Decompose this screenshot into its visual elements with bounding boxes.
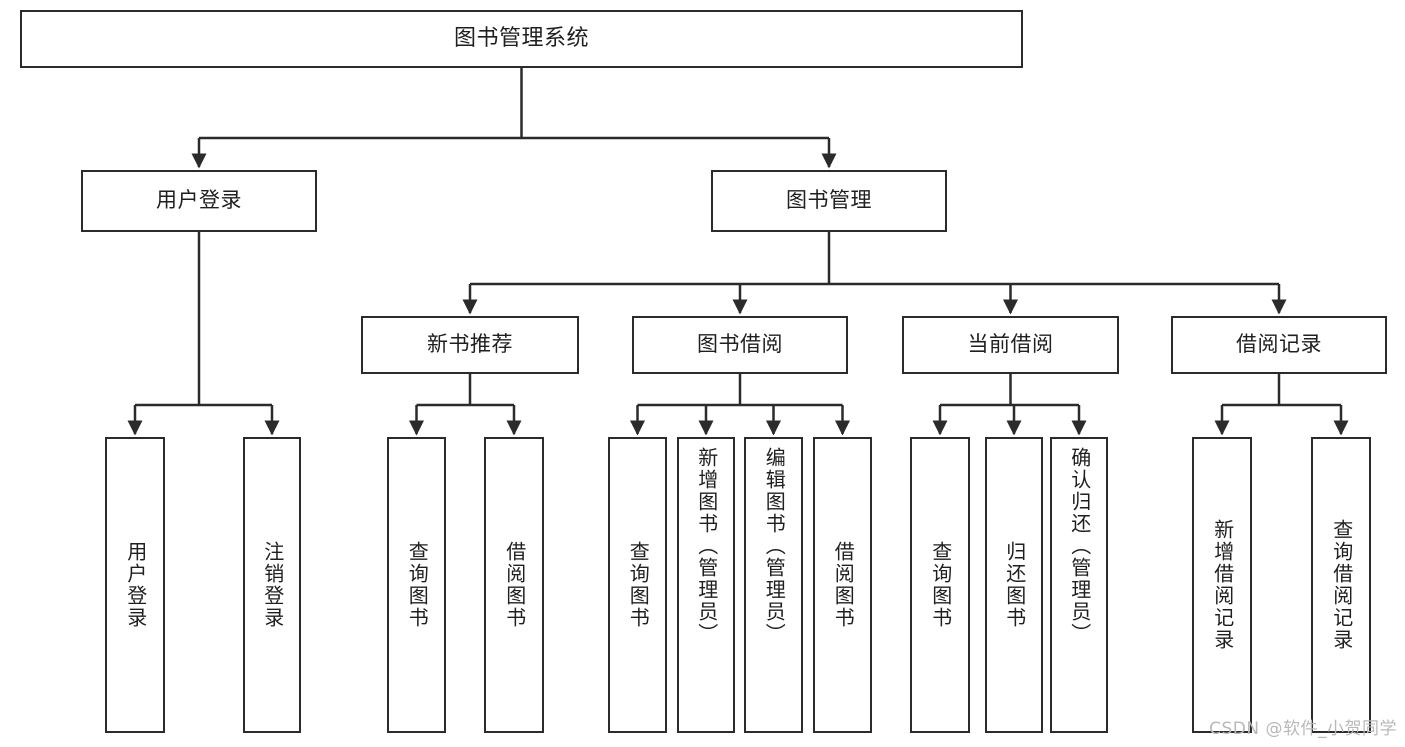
- node-label: 图书管理: [786, 188, 872, 213]
- node-label: 归还图书: [1002, 541, 1027, 629]
- node-leaf-user-login[interactable]: 用户登录: [105, 437, 165, 733]
- node-newbook[interactable]: 新书推荐: [361, 316, 579, 374]
- node-leaf-cu-query[interactable]: 查询图书: [910, 437, 970, 733]
- node-leaf-bo-add[interactable]: 新增图书（管理员）: [677, 437, 735, 733]
- node-leaf-nb-query[interactable]: 查询图书: [387, 437, 446, 733]
- node-records[interactable]: 借阅记录: [1171, 316, 1387, 374]
- node-leaf-bo-edit[interactable]: 编辑图书（管理员）: [744, 437, 803, 733]
- node-label: 查询图书: [405, 541, 430, 629]
- node-label: 查询图书: [626, 541, 651, 629]
- node-label: 借阅图书: [831, 541, 856, 629]
- node-login[interactable]: 用户登录: [81, 170, 317, 232]
- node-label: 当前借阅: [967, 332, 1054, 357]
- node-leaf-bo-query[interactable]: 查询图书: [608, 437, 667, 733]
- node-label: 新增图书（管理员）: [694, 447, 719, 645]
- node-current[interactable]: 当前借阅: [902, 316, 1119, 374]
- node-leaf-bo-lend[interactable]: 借阅图书: [813, 437, 872, 733]
- watermark-text: CSDN @软件_小贺同学: [1209, 719, 1397, 739]
- node-label: 图书借阅: [697, 332, 783, 357]
- node-label: 注销登录: [260, 541, 285, 629]
- node-leaf-re-add[interactable]: 新增借阅记录: [1192, 437, 1252, 733]
- node-label: 用户登录: [156, 188, 242, 213]
- node-label: 借阅图书: [502, 541, 527, 629]
- node-label: 新增借阅记录: [1210, 519, 1235, 651]
- node-label: 编辑图书（管理员）: [762, 447, 787, 645]
- node-label: 查询借阅记录: [1329, 519, 1354, 651]
- node-leaf-re-query[interactable]: 查询借阅记录: [1311, 437, 1371, 733]
- node-label: 图书管理系统: [453, 25, 589, 51]
- node-root[interactable]: 图书管理系统: [20, 10, 1023, 68]
- node-label: 用户登录: [123, 541, 148, 629]
- node-leaf-cu-confirm[interactable]: 确认归还（管理员）: [1050, 437, 1108, 733]
- node-label: 借阅记录: [1236, 332, 1322, 357]
- node-bookmgmt[interactable]: 图书管理: [711, 170, 947, 232]
- node-leaf-cu-return[interactable]: 归还图书: [985, 437, 1043, 733]
- node-leaf-user-logout[interactable]: 注销登录: [243, 437, 301, 733]
- node-label: 确认归还（管理员）: [1067, 447, 1092, 645]
- node-label: 查询图书: [928, 541, 953, 629]
- node-label: 新书推荐: [427, 332, 513, 357]
- node-leaf-nb-borrow[interactable]: 借阅图书: [484, 437, 544, 733]
- node-borrow[interactable]: 图书借阅: [632, 316, 848, 374]
